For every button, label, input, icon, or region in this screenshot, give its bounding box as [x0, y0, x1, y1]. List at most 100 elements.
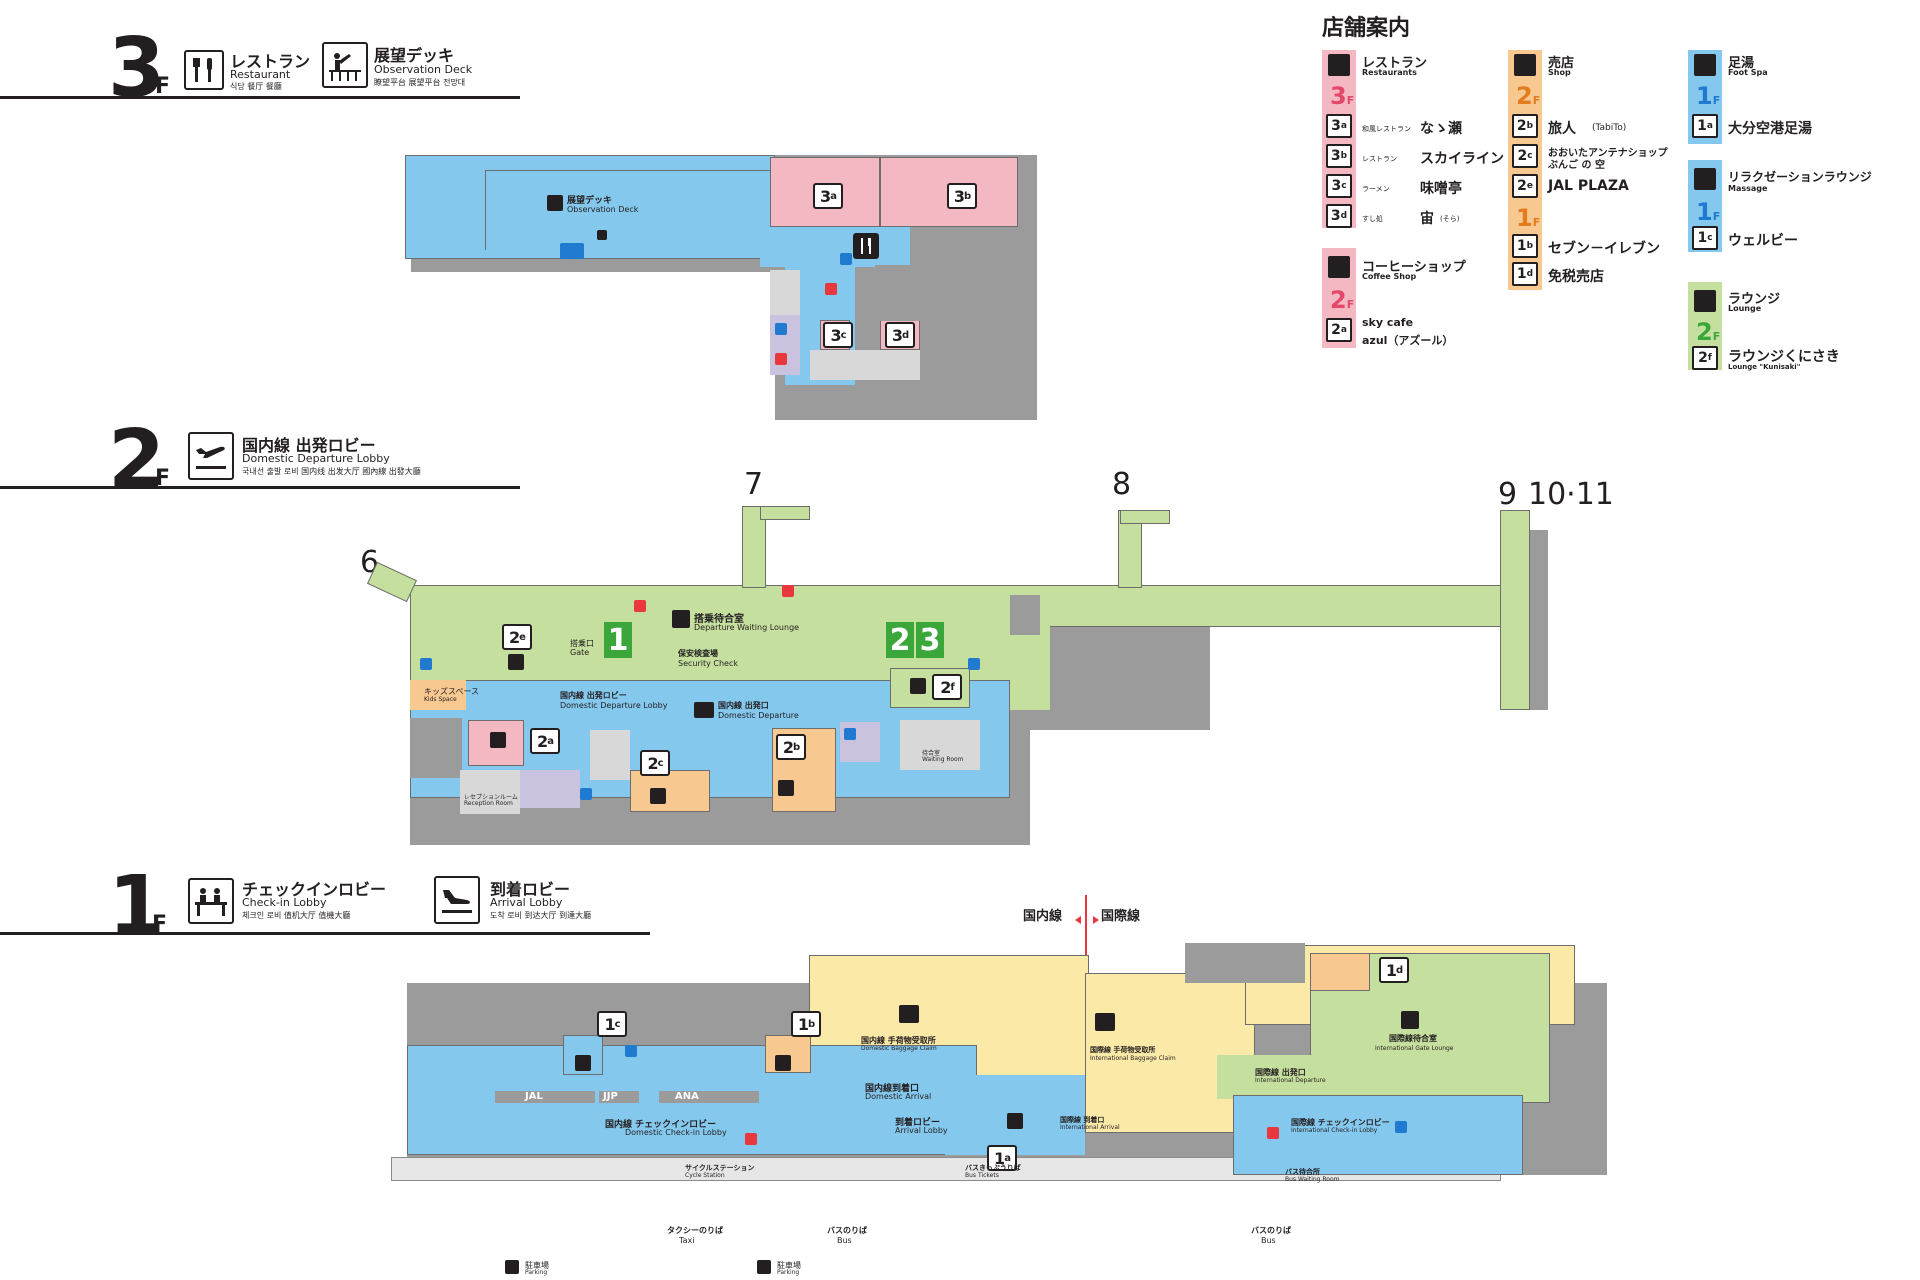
restaurant-icon [184, 50, 224, 90]
departure-gate-label-en: Domestic Departure [718, 711, 799, 720]
waiting-lounge-icon [672, 610, 690, 628]
reception-label: レセプションルーム [464, 794, 518, 801]
arrival-lobby-label-en: Arrival Lobby [895, 1126, 948, 1135]
category-label-en: Shop [1548, 68, 1571, 77]
category-label-en: Massage [1728, 184, 1768, 193]
intl-check-in-label-en: International Check-in Lobby [1291, 1127, 1378, 1134]
service-area [810, 350, 920, 380]
taxi-label-en: Taxi [679, 1236, 695, 1245]
toilet-icon [1395, 1121, 1407, 1133]
intl-check-in-label: 国際線 チェックインロビー [1291, 1118, 1390, 1127]
toilet-icon [775, 323, 787, 335]
mezzanine-block [875, 265, 923, 321]
kids-space-label: キッズスペース [424, 687, 480, 696]
category-color-strip [1322, 50, 1356, 228]
domestic-label: 国内線 [1023, 909, 1063, 924]
aed-icon [1267, 1127, 1279, 1139]
floor-divider-line [0, 486, 520, 489]
shop-name: 宙 [1420, 211, 1434, 227]
intl-arrival-label: 国際線 到着口 [1060, 1116, 1105, 1124]
floor-divider-line [0, 96, 520, 99]
restaurant-icon [853, 233, 879, 259]
waiting-room [900, 720, 980, 770]
lounge-icon [910, 678, 926, 694]
jjp-counter[interactable] [599, 1091, 639, 1103]
baggage-claim-icon [1095, 1013, 1115, 1031]
shop-name: セブン－イレブン [1548, 241, 1660, 257]
gate-1-marker[interactable]: 1 [604, 622, 632, 658]
facility-label-sub: 국내선 출발 로비 国内线 出发大厅 國內線 出發大廳 [242, 467, 421, 476]
floor-3f-header: 3 F レストラン Restaurant 식당 餐厅 餐廳 展望デッキ Obse… [0, 20, 530, 130]
shop-name: おおいたアンテナショップ [1548, 148, 1668, 159]
shop-name: スカイライン [1420, 151, 1504, 167]
intl-check-in-lobby[interactable] [1233, 1095, 1523, 1175]
shop-1d-area[interactable] [1310, 953, 1370, 991]
intl-gate-lounge-label-en: International Gate Lounge [1375, 1045, 1454, 1052]
international-baggage-claim[interactable] [1085, 973, 1255, 1133]
toilet-icon [968, 658, 980, 670]
parking-icon [505, 1260, 519, 1274]
stairs-icon [597, 230, 607, 240]
facility-label-sub: 瞭望平台 展望平台 전망대 [374, 78, 466, 87]
intl-baggage-label: 国際線 手荷物受取所 [1090, 1046, 1156, 1054]
bus-ticket-label: バスきっぷうりば [965, 1164, 1021, 1172]
jal-counter[interactable] [495, 1091, 595, 1103]
shop-name-2: ぶんご の 空 [1548, 160, 1605, 171]
facility-label-en: Observation Deck [374, 63, 473, 76]
gate-2-marker[interactable]: 2 [886, 622, 914, 658]
observation-deck-icon [547, 195, 563, 211]
aed-icon [825, 283, 837, 295]
stair-area [590, 730, 630, 780]
coffee-icon [1328, 256, 1350, 278]
service-block [1010, 595, 1040, 635]
gate-10-11-label: 10·11 [1528, 477, 1614, 512]
arrival-lobby-label: 到着ロビー [895, 1118, 941, 1128]
shop-category: すし処 [1362, 215, 1383, 223]
security-label: 保安検査場 [678, 649, 718, 658]
bus-stop-label-2: バスのりば [1251, 1226, 1291, 1235]
floor-indicator: 1F [1516, 204, 1541, 232]
shop-name: ウェルビー [1728, 233, 1798, 249]
departure-icon [694, 702, 714, 718]
gate-9-11-bridge [1500, 510, 1530, 710]
shop-icon [508, 654, 524, 670]
toilet-icon [625, 1045, 637, 1057]
facility-label: 国内線 出発ロビー [242, 436, 376, 455]
domestic-arrival-label: 国内線到着口 [865, 1084, 920, 1094]
kids-space[interactable] [410, 680, 466, 710]
gate-3-marker[interactable]: 3 [916, 622, 944, 658]
category-label: コーヒーショップ [1362, 260, 1466, 275]
shop-2c-area[interactable] [630, 770, 710, 812]
reception-room [460, 770, 520, 814]
ana-counter[interactable] [659, 1091, 759, 1103]
taxi-label: タクシーのりば [667, 1226, 723, 1235]
